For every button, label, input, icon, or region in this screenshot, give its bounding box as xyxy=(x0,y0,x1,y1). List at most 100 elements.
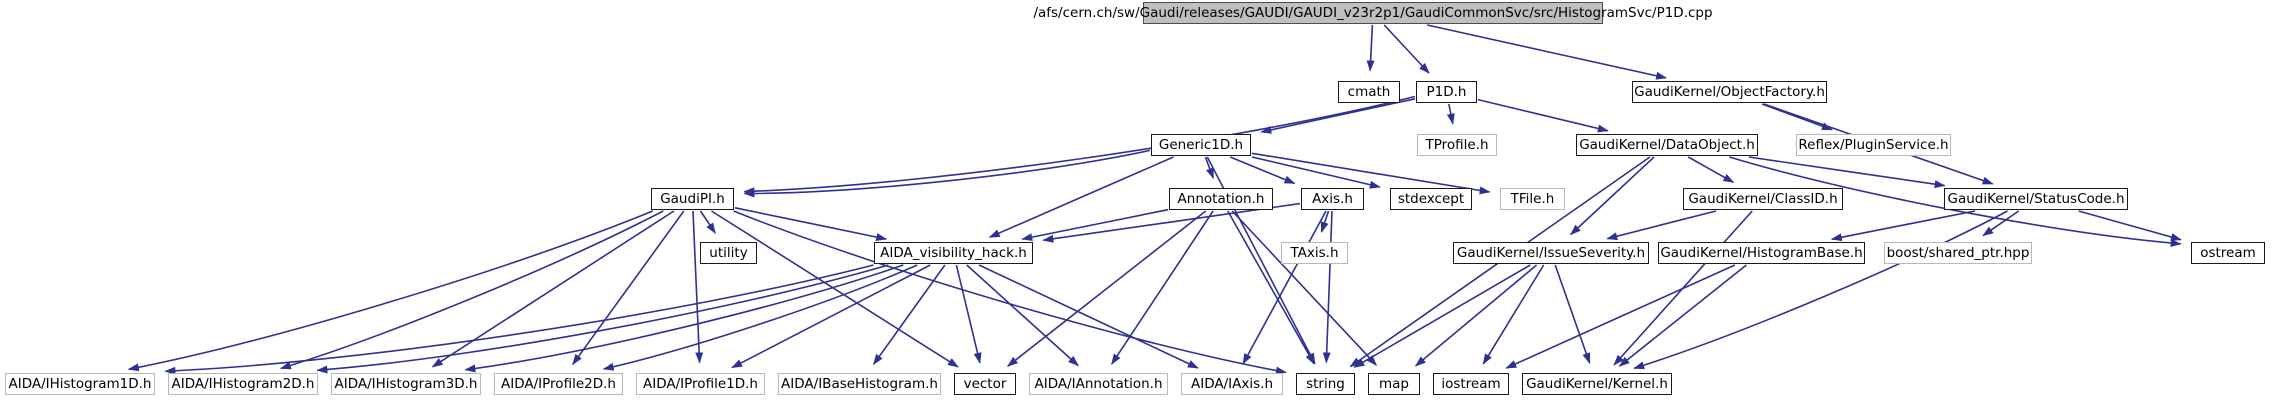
graph-node-label: P1D.h xyxy=(1426,84,1467,100)
graph-edge-gaudipi-to-ihist2d xyxy=(279,210,664,370)
graph-node-label: GaudiPI.h xyxy=(660,191,725,207)
graph-node-kernel[interactable]: GaudiKernel/Kernel.h xyxy=(1522,373,1672,395)
graph-node-label: Reflex/PluginService.h xyxy=(1798,137,1949,153)
graph-edge-histogrambase-to-iostream xyxy=(1505,264,1736,369)
graph-node-taxis[interactable]: TAxis.h xyxy=(1281,242,1348,264)
graph-edge-generic1d-to-tfile xyxy=(1251,152,1491,195)
graph-node-annotation[interactable]: Annotation.h xyxy=(1169,188,1273,210)
graph-node-visihack[interactable]: AIDA_visibility_hack.h xyxy=(874,242,1033,264)
graph-node-cmath[interactable]: cmath xyxy=(1338,81,1400,103)
graph-edge-statuscode-to-kernel xyxy=(1633,210,2008,370)
graph-node-axis[interactable]: Axis.h xyxy=(1301,188,1364,210)
graph-node-iaxis[interactable]: AIDA/IAxis.h xyxy=(1181,373,1283,395)
graph-edge-statuscode-to-histogrambase xyxy=(1830,210,1976,242)
graph-node-label: TProfile.h xyxy=(1425,137,1489,153)
graph-edge-statuscode-to-ostream xyxy=(2078,210,2182,241)
graph-edge-p1dh-to-generic1d xyxy=(1260,98,1416,134)
graph-edge-histogrambase-to-kernel xyxy=(1618,264,1747,367)
graph-edge-gaudipi-to-utility xyxy=(699,210,716,234)
graph-edge-visihack-to-iprof1d xyxy=(731,264,931,369)
graph-edge-visihack-to-ihist2d xyxy=(316,264,889,374)
graph-edge-gaudipi-to-ihist1d xyxy=(127,210,654,372)
graph-edge-visihack-to-iprof2d xyxy=(602,264,918,371)
graph-node-label: GaudiKernel/ObjectFactory.h xyxy=(1634,84,1825,100)
graph-node-ostream[interactable]: ostream xyxy=(2191,242,2265,264)
graph-node-iprof1d[interactable]: AIDA/IProfile1D.h xyxy=(636,373,765,395)
graph-node-pluginservice[interactable]: Reflex/PluginService.h xyxy=(1796,134,1951,156)
graph-node-utility[interactable]: utility xyxy=(700,242,757,264)
graph-node-sharedptr[interactable]: boost/shared_ptr.hpp xyxy=(1884,242,2032,264)
graph-node-label: Axis.h xyxy=(1312,191,1353,207)
graph-edge-generic1d-to-gaudipi xyxy=(743,149,1151,198)
graph-node-label: AIDA/IBaseHistogram.h xyxy=(781,376,938,392)
graph-edge-annotation-to-iannotation xyxy=(1111,210,1214,365)
graph-edge-p1dh-to-dataobject xyxy=(1477,98,1609,133)
graph-node-iannotation[interactable]: AIDA/IAnnotation.h xyxy=(1029,373,1168,395)
graph-node-dataobject[interactable]: GaudiKernel/DataObject.h xyxy=(1576,134,1758,156)
graph-node-label: AIDA/IHistogram2D.h xyxy=(171,376,315,392)
graph-edge-visihack-to-ihist1d xyxy=(164,264,874,375)
graph-node-label: AIDA/IHistogram1D.h xyxy=(8,376,152,392)
graph-edge-p1dh-to-tprofile xyxy=(1446,103,1455,125)
graph-node-stdexcept[interactable]: stdexcept xyxy=(1390,188,1472,210)
graph-node-string[interactable]: string xyxy=(1296,373,1355,395)
graph-node-ibasehist[interactable]: AIDA/IBaseHistogram.h xyxy=(778,373,941,395)
graph-node-label: ostream xyxy=(2200,245,2256,261)
graph-edge-p1dh-to-gaudipi xyxy=(743,95,1416,196)
graph-node-label: map xyxy=(1379,376,1409,392)
graph-edge-visihack-to-vector xyxy=(955,264,982,364)
graph-edge-visihack-to-iannotation xyxy=(966,264,1079,367)
graph-edge-issueseverity-to-string xyxy=(1353,264,1531,368)
graph-edge-statuscode-to-sharedptr xyxy=(1982,210,2020,237)
graph-node-label: AIDA/IAnnotation.h xyxy=(1034,376,1163,392)
graph-node-iprof2d[interactable]: AIDA/IProfile2D.h xyxy=(494,373,623,395)
graph-node-generic1d[interactable]: Generic1D.h xyxy=(1151,134,1251,156)
graph-edge-axis-to-taxis xyxy=(1320,210,1330,233)
graph-node-objfactory[interactable]: GaudiKernel/ObjectFactory.h xyxy=(1632,81,1827,103)
graph-edge-issueseverity-to-map xyxy=(1414,264,1538,367)
graph-edge-dataobject-to-statuscode xyxy=(1748,156,1946,189)
graph-node-tprofile[interactable]: TProfile.h xyxy=(1417,134,1497,156)
graph-node-label: AIDA/IHistogram3D.h xyxy=(334,376,478,392)
graph-edge-gaudipi-to-iprof1d xyxy=(692,210,704,364)
graph-node-gaudipi[interactable]: GaudiPI.h xyxy=(651,188,734,210)
graph-edge-annotation-to-string xyxy=(1227,210,1315,365)
graph-node-label: GaudiKernel/ClassID.h xyxy=(1688,191,1838,207)
graph-node-label: boost/shared_ptr.hpp xyxy=(1886,245,2030,261)
graph-node-label: Generic1D.h xyxy=(1158,137,1244,153)
graph-edge-root-to-p1dh xyxy=(1383,24,1430,74)
graph-node-label: AIDA/IAxis.h xyxy=(1191,376,1273,392)
graph-node-issueseverity[interactable]: GaudiKernel/IssueSeverity.h xyxy=(1453,242,1649,264)
graph-edge-axis-to-string xyxy=(1322,210,1333,364)
graph-node-histogrambase[interactable]: GaudiKernel/HistogramBase.h xyxy=(1658,242,1865,264)
graph-edge-root-to-cmath xyxy=(1366,24,1375,72)
graph-node-label: AIDA/IProfile1D.h xyxy=(643,376,758,392)
graph-edge-gaudipi-to-iprof2d xyxy=(572,210,685,366)
graph-node-ihist2d[interactable]: AIDA/IHistogram2D.h xyxy=(168,373,318,395)
graph-edge-dataobject-to-ostream xyxy=(1729,156,2182,248)
graph-node-label: Annotation.h xyxy=(1177,191,1265,207)
graph-node-vector[interactable]: vector xyxy=(954,373,1016,395)
graph-node-ihist3d[interactable]: AIDA/IHistogram3D.h xyxy=(331,373,481,395)
graph-node-iostream[interactable]: iostream xyxy=(1433,373,1509,395)
graph-edge-generic1d-to-string xyxy=(1206,156,1316,365)
graph-node-tfile[interactable]: TFile.h xyxy=(1500,188,1565,210)
graph-node-statuscode[interactable]: GaudiKernel/StatusCode.h xyxy=(1944,188,2128,210)
graph-node-label: AIDA/IProfile2D.h xyxy=(501,376,616,392)
graph-edge-issueseverity-to-kernel xyxy=(1554,264,1591,364)
graph-edge-annotation-to-visihack xyxy=(1021,208,1169,242)
graph-edge-visihack-to-ibasehist xyxy=(872,264,946,366)
graph-node-ihist1d[interactable]: AIDA/IHistogram1D.h xyxy=(5,373,155,395)
graph-edge-generic1d-to-axis xyxy=(1229,156,1296,185)
graph-node-root[interactable]: /afs/cern.ch/sw/Gaudi/releases/GAUDI/GAU… xyxy=(1033,2,1713,24)
graph-node-label: stdexcept xyxy=(1397,191,1465,207)
graph-node-classid[interactable]: GaudiKernel/ClassID.h xyxy=(1683,188,1843,210)
graph-node-map[interactable]: map xyxy=(1368,373,1420,395)
graph-node-label: vector xyxy=(963,376,1007,392)
graph-node-label: iostream xyxy=(1441,376,1501,392)
graph-node-label: cmath xyxy=(1347,84,1391,100)
graph-node-p1dh[interactable]: P1D.h xyxy=(1416,81,1477,103)
graph-node-label: TFile.h xyxy=(1510,191,1555,207)
